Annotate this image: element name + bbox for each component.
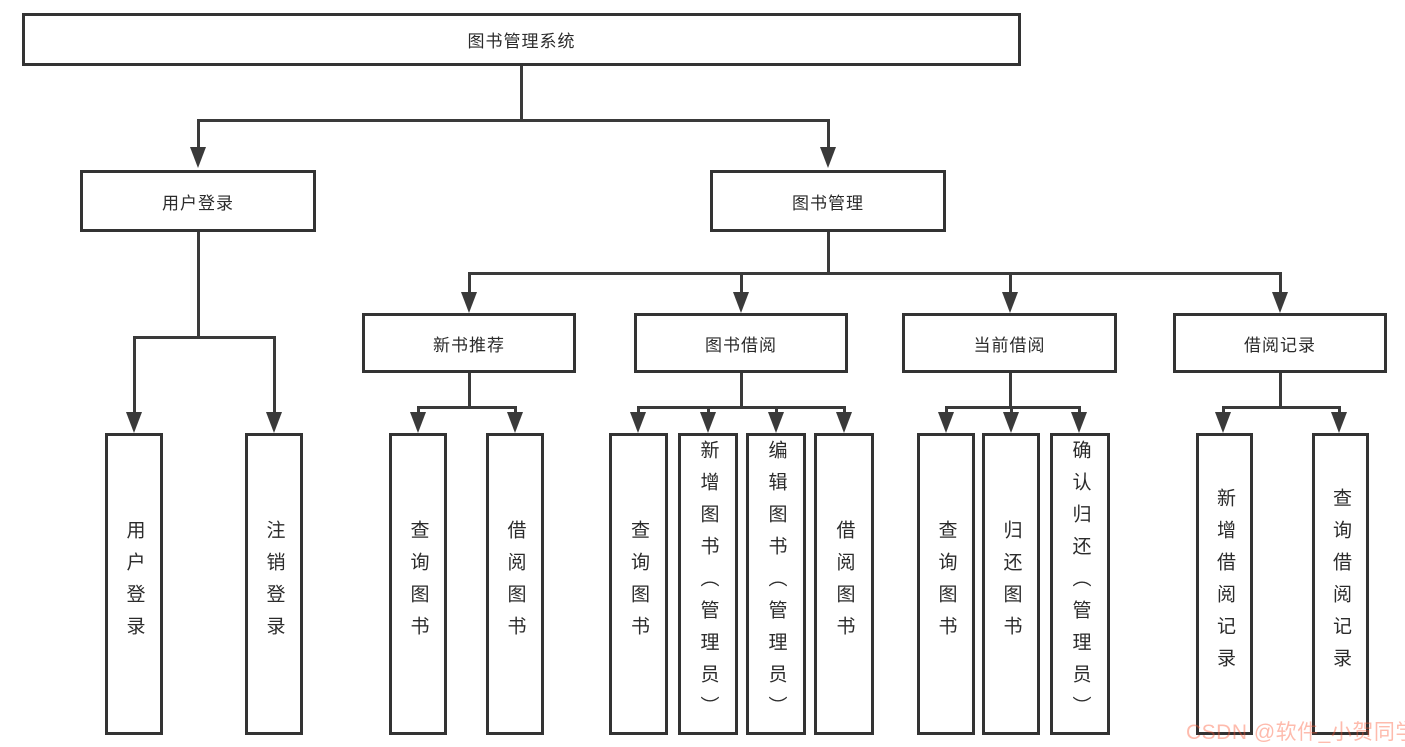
connector-line	[1222, 406, 1225, 414]
leaf-query-books-current: 查询图书	[917, 433, 975, 735]
connector-line	[514, 406, 517, 414]
connector-line	[740, 272, 743, 293]
arrow-down-icon	[190, 147, 206, 168]
node-book-borrowing: 图书借阅	[634, 313, 848, 373]
connector-line	[1009, 373, 1012, 406]
leaf-query-books-borrowing: 查询图书	[609, 433, 668, 735]
leaf-logout: 注销登录	[245, 433, 303, 735]
arrow-down-icon	[630, 412, 646, 433]
connector-line	[945, 406, 1081, 409]
node-current-borrowing: 当前借阅	[902, 313, 1117, 373]
connector-line	[740, 373, 743, 406]
connector-line	[468, 272, 1281, 275]
connector-line	[197, 119, 200, 149]
arrow-down-icon	[1272, 292, 1288, 313]
arrow-down-icon	[836, 412, 852, 433]
arrow-down-icon	[1003, 412, 1019, 433]
connector-line	[197, 119, 830, 122]
connector-line	[1222, 406, 1341, 409]
arrow-down-icon	[768, 412, 784, 433]
arrow-down-icon	[461, 292, 477, 313]
leaf-add-borrow-record: 新增借阅记录	[1196, 433, 1253, 735]
node-book-management: 图书管理	[710, 170, 946, 232]
connector-line	[1338, 406, 1341, 414]
connector-line	[133, 336, 275, 339]
connector-line	[707, 406, 710, 414]
connector-line	[1009, 272, 1012, 293]
arrow-down-icon	[1071, 412, 1087, 433]
node-new-book-recommend: 新书推荐	[362, 313, 576, 373]
arrow-down-icon	[938, 412, 954, 433]
arrow-down-icon	[410, 412, 426, 433]
arrow-down-icon	[820, 147, 836, 168]
connector-line	[827, 232, 830, 272]
leaf-query-books-recommend: 查询图书	[389, 433, 447, 735]
leaf-confirm-return-admin: 确认归还（管理员）	[1050, 433, 1110, 735]
arrow-down-icon	[126, 412, 142, 433]
leaf-add-book-admin: 新增图书（管理员）	[678, 433, 738, 735]
connector-line	[520, 66, 523, 119]
connector-line	[1279, 272, 1282, 293]
arrow-down-icon	[1331, 412, 1347, 433]
leaf-borrow-books-recommend: 借阅图书	[486, 433, 544, 735]
leaf-user-login: 用户登录	[105, 433, 163, 735]
connector-line	[273, 336, 276, 413]
connector-line	[637, 406, 640, 414]
connector-line	[197, 232, 200, 336]
arrow-down-icon	[507, 412, 523, 433]
connector-line	[417, 406, 516, 409]
connector-line	[637, 406, 845, 409]
arrow-down-icon	[1215, 412, 1231, 433]
leaf-borrow-books-borrowing: 借阅图书	[814, 433, 874, 735]
leaf-query-borrow-record: 查询借阅记录	[1312, 433, 1369, 735]
connector-line	[1279, 373, 1282, 406]
connector-line	[843, 406, 846, 414]
watermark: CSDN @软件_小贺同学	[1186, 721, 1405, 744]
connector-line	[468, 373, 471, 406]
arrow-down-icon	[733, 292, 749, 313]
connector-line	[417, 406, 420, 414]
leaf-return-books: 归还图书	[982, 433, 1040, 735]
node-borrow-records: 借阅记录	[1173, 313, 1387, 373]
leaf-edit-book-admin: 编辑图书（管理员）	[746, 433, 806, 735]
arrow-down-icon	[700, 412, 716, 433]
connector-line	[945, 406, 948, 414]
connector-line	[827, 119, 830, 149]
connector-line	[468, 272, 471, 293]
arrow-down-icon	[1002, 292, 1018, 313]
node-user-login: 用户登录	[80, 170, 316, 232]
arrow-down-icon	[266, 412, 282, 433]
connector-line	[1078, 406, 1081, 414]
connector-line	[775, 406, 778, 414]
node-library-management-system: 图书管理系统	[22, 13, 1021, 66]
connector-line	[133, 336, 136, 413]
connector-line	[1010, 406, 1013, 414]
